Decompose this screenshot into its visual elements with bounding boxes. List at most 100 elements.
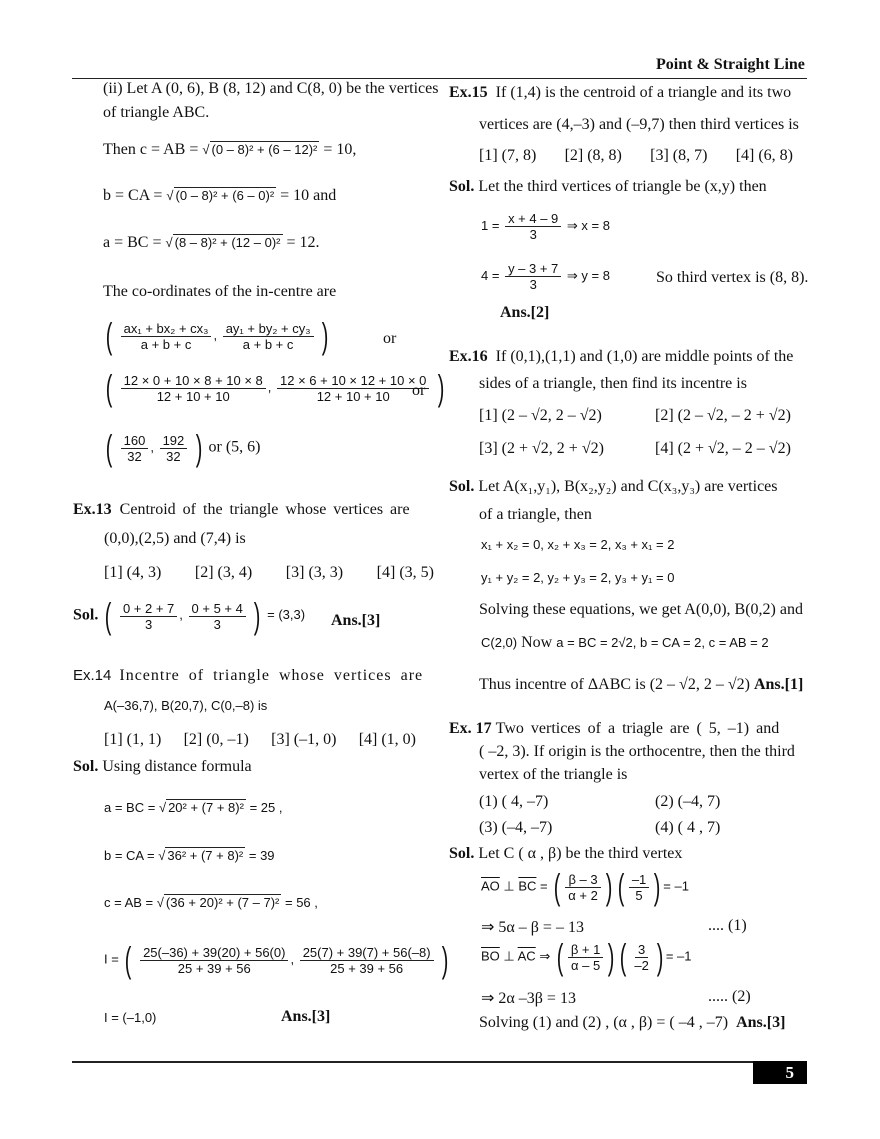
ex14-incentre-formula: I = ( 25(–36) + 39(20) + 56(0)25 + 39 + … — [104, 939, 449, 980]
sol-label: Sol. — [73, 606, 99, 624]
sol-label: Sol. — [449, 845, 475, 862]
ex13-option-3: [3] (3, 3) — [285, 564, 344, 581]
ex17-option-1: (1) ( 4, –7) — [479, 793, 549, 810]
ex16-thus: Thus incentre of ΔABC is (2 – √2, 2 – √2… — [479, 676, 803, 694]
eq1-lhs: 1 = — [481, 217, 500, 233]
ex17-option-4: (4) ( 4 , 7) — [655, 819, 721, 836]
ex14-options: [1] (1, 1) [2] (0, –1) [3] (–1, 0) [4] (… — [104, 731, 416, 749]
footer-rule — [72, 1061, 807, 1063]
perp1-num1: β – 3 — [565, 872, 601, 888]
a-label: a = BC = — [103, 234, 162, 251]
perp2-den1: α – 5 — [570, 957, 601, 973]
sol-label: Sol. — [449, 178, 475, 195]
ex17-final: Solving (1) and (2) , (α , β) = ( –4 , –… — [479, 1014, 785, 1032]
ex15-option-2: [2] (8, 8) — [564, 147, 622, 164]
ex16-answer: Ans.[1] — [753, 676, 804, 693]
ex14-option-1: [1] (1, 1) — [104, 731, 162, 748]
ex13-option-1: [1] (4, 3) — [104, 564, 162, 581]
ex17-final-text: Solving (1) and (2) , (α , β) = ( –4 , –… — [479, 1014, 729, 1031]
a-equals-bc: a = BC = √(8 – 8)² + (12 – 0)² = 12. — [103, 234, 320, 252]
ex13-options: [1] (4, 3) [2] (3, 4) [3] (3, 3) [4] (3,… — [104, 564, 434, 582]
sub-den: 12 + 10 + 10 — [316, 388, 390, 404]
ex17-sol-text: Let C ( α , β) be the third vertex — [478, 845, 683, 862]
b-label: b = CA = — [103, 187, 163, 204]
header-rule — [72, 78, 807, 79]
sol-label: Sol. — [449, 478, 475, 495]
eq2-lhs: 4 = — [481, 267, 500, 283]
ex15-conclusion: So third vertex is (8, 8). — [656, 269, 809, 286]
ex17-text-1: Two vertices of a triagle are ( 5, –1) a… — [495, 720, 780, 737]
or-2: or — [412, 382, 426, 399]
part-ii-line2: of triangle ABC. — [103, 104, 210, 121]
perp2-den2: –2 — [634, 957, 649, 973]
formula-den: a + b + c — [140, 336, 192, 352]
perp2-rhs: = –1 — [665, 948, 692, 964]
ex17-question-3: vertex of the triangle is — [479, 766, 628, 783]
perp1-den2: 5 — [635, 887, 643, 903]
ex15-option-4: [4] (6, 8) — [735, 147, 793, 164]
ex13-num-y: 0 + 5 + 4 — [188, 601, 246, 617]
b-result: = 39 — [248, 848, 275, 863]
ex16-text-1: If (0,1),(1,1) and (1,0) are middle poin… — [495, 348, 794, 365]
ex16-option-1: [1] (2 – √2, 2 – √2) — [479, 407, 602, 424]
page-number: 5 — [753, 1061, 807, 1084]
ex14-option-3: [3] (–1, 0) — [271, 731, 337, 748]
c-label: c = AB = — [104, 895, 154, 910]
ex14-option-2: [2] (0, –1) — [183, 731, 249, 748]
I-den: 25 + 39 + 56 — [177, 960, 251, 976]
a-result: = 12. — [286, 234, 320, 251]
ex13-option-2: [2] (3, 4) — [194, 564, 253, 581]
sqrt-expression: √(8 – 8)² + (12 – 0)² — [165, 234, 283, 250]
ex17-eq1: ⇒ 5α – β = – 13 — [481, 919, 584, 936]
c-equals-ab: Then c = AB = √(0 – 8)² + (6 – 12)² = 10… — [103, 141, 356, 159]
ex14-question: Ex.14 Incentre of triangle whose vertice… — [73, 667, 423, 685]
ex16-sol-text-1: Let A(x₁,y₁), B(x₂,y₂) and C(x₃,y₃) are … — [478, 478, 778, 495]
ex13-option-4: [4] (3, 5) — [376, 564, 434, 581]
ex17-sol-intro: Sol. Let C ( α , β) be the third vertex — [449, 845, 682, 863]
formula-den: a + b + c — [242, 336, 294, 352]
c-result: = 10, — [323, 141, 357, 158]
I-num-y: 25(7) + 39(7) + 56(–8) — [299, 945, 434, 961]
eq2-den: 3 — [529, 277, 537, 292]
segment-bo: BO — [481, 948, 500, 964]
ex16-eq-x: x₁ + x₂ = 0, x₂ + x₃ = 2, x₃ + x₁ = 2 — [481, 537, 675, 552]
sqrt-expression: √(0 – 8)² + (6 – 0)² — [166, 187, 277, 203]
ex15-question-1: Ex.15 If (1,4) is the centroid of a tria… — [449, 84, 791, 102]
eq2-rhs: ⇒ y = 8 — [566, 267, 610, 283]
part-ii-line1: (ii) Let A (0, 6), B (8, 12) and C(8, 0)… — [103, 80, 439, 97]
ex14-sol-intro: Sol. Using distance formula — [73, 758, 252, 776]
perp1-rhs: = –1 — [663, 878, 689, 894]
perp2-num2: 3 — [634, 942, 649, 958]
res-den: 32 — [127, 448, 142, 464]
eq1-num: x + 4 – 9 — [505, 211, 562, 227]
ex15-sol-text: Let the third vertices of triangle be (x… — [478, 178, 767, 195]
ex15-label: Ex.15 — [449, 84, 488, 101]
b-equals-ca: b = CA = √(0 – 8)² + (6 – 0)² = 10 and — [103, 187, 336, 205]
I-num-x: 25(–36) + 39(20) + 56(0) — [140, 945, 289, 961]
ex16-option-2: [2] (2 – √2, – 2 + √2) — [655, 407, 791, 424]
I-label: I = — [104, 951, 119, 967]
ex17-question-1: Ex. 17 Two vertices of a triagle are ( 5… — [449, 720, 779, 738]
a-result: = 25 , — [249, 800, 283, 815]
side-lengths: a = BC = 2√2, b = CA = 2, c = AB = 2 — [556, 635, 769, 650]
sqrt-expression: √(36 + 20)² + (7 – 7)² — [156, 894, 282, 910]
c-radicand: (36 + 20)² + (7 – 7)² — [163, 894, 282, 910]
ex16-sol-2: of a triangle, then — [479, 506, 592, 523]
sub-num-y: 12 × 6 + 10 × 12 + 10 × 0 — [277, 373, 430, 389]
perp1-num2: –1 — [628, 872, 650, 888]
a-label: a = BC = — [104, 800, 156, 815]
ex13-den: 3 — [145, 616, 153, 632]
res-num-x: 160 — [120, 433, 149, 449]
eq1-rhs: ⇒ x = 8 — [566, 217, 610, 233]
c-radicand: (0 – 8)² + (6 – 12)² — [209, 141, 320, 157]
formula-num-y: ay₁ + by₂ + cy₃ — [222, 321, 314, 337]
ex13-den: 3 — [213, 616, 221, 632]
ex15-option-1: [1] (7, 8) — [479, 147, 537, 164]
res-num-y: 192 — [159, 433, 188, 449]
ex13-label: Ex.13 — [73, 501, 112, 518]
